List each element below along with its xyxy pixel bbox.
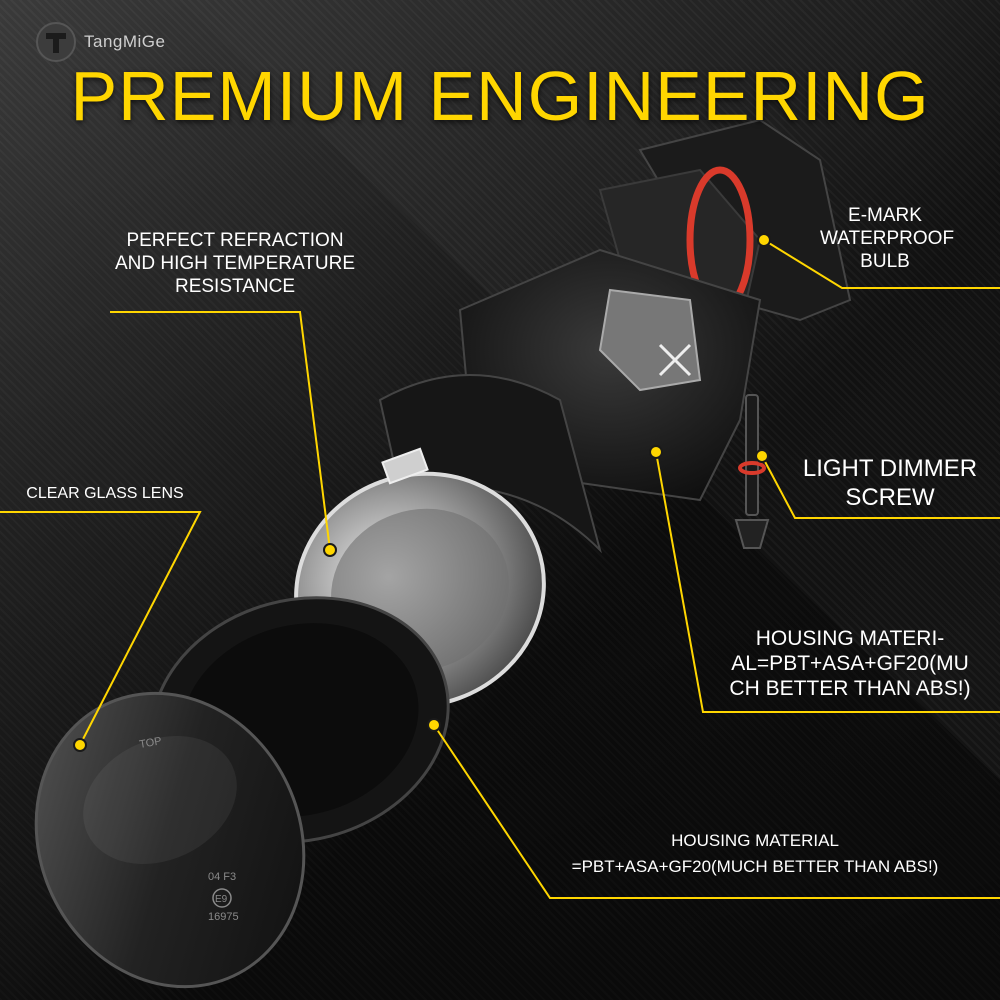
callout-dot <box>427 718 441 732</box>
callout-refraction-line3: RESISTANCE <box>174 275 295 297</box>
clear-glass-lens <box>34 691 306 989</box>
callout-dot <box>323 543 337 557</box>
callout-refraction: PERFECT REFRACTION AND HIGH TEMPERATURE … <box>95 230 375 298</box>
callout-refraction-line2: AND HIGH TEMPERATURE <box>115 252 355 274</box>
callout-emark-line3: BULB <box>860 250 910 272</box>
lens-number-marking: 16975 <box>208 911 239 923</box>
callout-emark-line1: E-MARK <box>848 205 922 226</box>
lens-top-marking: TOP <box>138 735 162 751</box>
dimmer-screw <box>734 394 770 549</box>
callout-dot <box>755 449 769 463</box>
lens-emark-marking: E9 <box>215 894 228 905</box>
callout-housing-lower-line1: HOUSING MATERIAL <box>671 831 839 850</box>
brand-logo-icon <box>36 22 76 62</box>
lens-code-marking: 04 F3 <box>208 871 236 883</box>
callout-dimmer-screw: LIGHT DIMMER SCREW <box>790 455 990 513</box>
callout-housing-material-lower: HOUSING MATERIAL =PBT+ASA+GF20(MUCH BETT… <box>540 828 970 881</box>
callout-dots <box>73 233 771 752</box>
callout-housing-upper-line3: CH BETTER THAN ABS!) <box>729 677 971 701</box>
callout-clear-glass-lens: CLEAR GLASS LENS <box>26 485 184 502</box>
callout-housing-lower-line2: =PBT+ASA+GF20(MUCH BETTER THAN ABS!) <box>571 857 939 877</box>
callout-dot <box>73 738 87 752</box>
callout-emark: E-MARK WATERPROOF BULB <box>820 205 955 273</box>
page-title: PREMIUM ENGINEERING <box>70 57 930 135</box>
callout-housing-upper-line1: HOUSING MATERI- <box>755 627 945 650</box>
brand-name: TangMiGe <box>84 32 166 51</box>
callout-leader-lines <box>0 239 1000 899</box>
callout-emark-line2: WATERPROOF <box>820 227 955 249</box>
brand-logo-block: TangMiGe <box>36 22 165 62</box>
emark-circle-icon <box>212 888 232 908</box>
callout-housing-upper-line2: AL=PBT+ASA+GF20(MU <box>731 652 969 676</box>
callout-housing-material-upper: HOUSING MATERI- AL=PBT+ASA+GF20(MU CH BE… <box>705 626 995 702</box>
callout-dimmer-line1: LIGHT DIMMER <box>802 455 978 482</box>
callout-dot <box>649 445 663 459</box>
callout-dot <box>757 233 771 247</box>
callout-refraction-line1: PERFECT REFRACTION <box>126 230 344 251</box>
callout-dimmer-line2: SCREW <box>845 483 935 511</box>
